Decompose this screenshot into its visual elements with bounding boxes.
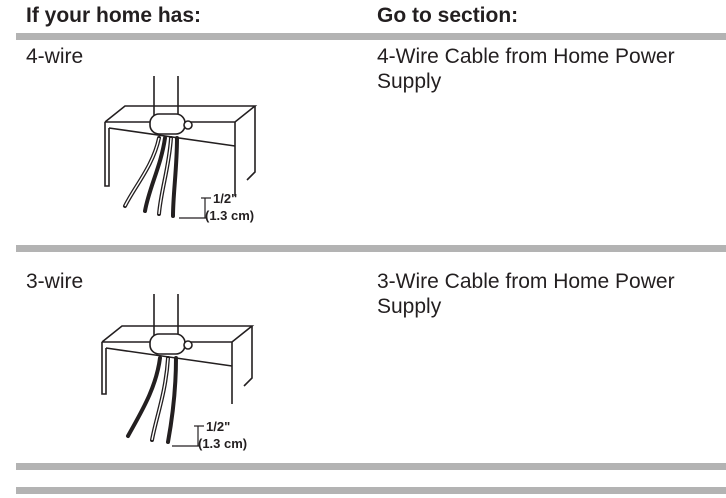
measure-inch-label: 1/2" bbox=[206, 419, 230, 434]
measure-inch-label: 1/2" bbox=[213, 191, 237, 206]
column-header-home-has: If your home has: bbox=[26, 4, 202, 27]
3-wire-cable-diagram: 1/2" (1.3 cm) bbox=[92, 294, 282, 454]
measure-cm-label: (1.3 cm) bbox=[205, 208, 254, 223]
header-divider bbox=[16, 33, 726, 40]
wire-type-3-wire: 3-wire bbox=[26, 270, 84, 293]
section-3-wire-link: 3-Wire Cable from Home Power Supply bbox=[377, 270, 675, 318]
row-divider bbox=[16, 463, 726, 470]
row-divider bbox=[16, 245, 726, 252]
row-divider bbox=[16, 487, 726, 494]
measure-cm-label: (1.3 cm) bbox=[198, 436, 247, 451]
section-4-wire-link: 4-Wire Cable from Home Power Supply bbox=[377, 45, 675, 93]
wire-type-4-wire: 4-wire bbox=[26, 45, 84, 68]
4-wire-cable-diagram: 1/2" (1.3 cm) bbox=[95, 76, 285, 228]
column-header-go-to-section: Go to section: bbox=[377, 4, 519, 27]
